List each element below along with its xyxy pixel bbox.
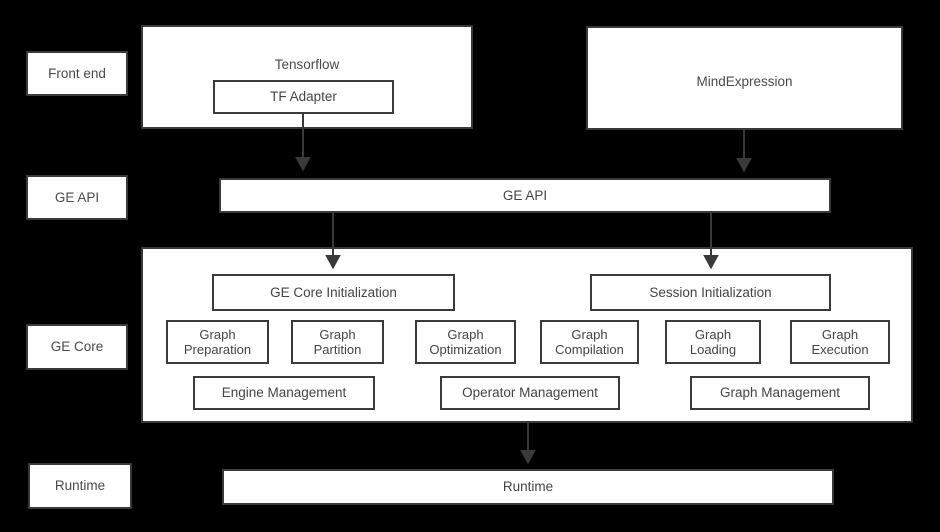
graph-compilation-box[interactable]: Graph Compilation bbox=[540, 320, 639, 364]
graph-optimization-box[interactable]: Graph Optimization bbox=[415, 320, 516, 364]
operator-management-label: Operator Management bbox=[462, 385, 598, 401]
layer-label-ge-core: GE Core bbox=[26, 324, 128, 370]
ge-api-bar[interactable]: GE API bbox=[219, 178, 831, 213]
mindexpression-title: MindExpression bbox=[696, 74, 793, 89]
graph-management-label: Graph Management bbox=[719, 385, 841, 401]
graph-preparation-label: Graph Preparation bbox=[183, 326, 252, 357]
layer-label-text: GE Core bbox=[50, 339, 104, 355]
tf-adapter-label: TF Adapter bbox=[270, 89, 337, 105]
graph-partition-label: Graph Partition bbox=[313, 326, 362, 357]
session-initialization-label: Session Initialization bbox=[649, 284, 772, 300]
ge-core-initialization-box[interactable]: GE Core Initialization bbox=[212, 274, 455, 311]
runtime-bar[interactable]: Runtime bbox=[222, 469, 834, 505]
layer-label-text: Front end bbox=[48, 65, 106, 81]
engine-management-box[interactable]: Engine Management bbox=[193, 376, 375, 410]
engine-management-label: Engine Management bbox=[221, 385, 347, 401]
layer-label-front-end: Front end bbox=[26, 51, 128, 96]
mindexpression-group: MindExpression bbox=[586, 26, 903, 130]
ge-api-bar-label: GE API bbox=[502, 187, 548, 203]
graph-optimization-label: Graph Optimization bbox=[429, 326, 502, 357]
tf-adapter-box[interactable]: TF Adapter bbox=[213, 80, 394, 114]
session-initialization-box[interactable]: Session Initialization bbox=[590, 274, 831, 311]
graph-compilation-label: Graph Compilation bbox=[555, 326, 624, 357]
layer-label-text: Runtime bbox=[54, 478, 106, 494]
layer-label-text: GE API bbox=[54, 189, 100, 205]
layer-label-runtime: Runtime bbox=[28, 463, 132, 509]
layer-label-ge-api: GE API bbox=[26, 175, 128, 220]
graph-loading-label: Graph Loading bbox=[689, 326, 737, 357]
graph-execution-label: Graph Execution bbox=[811, 326, 869, 357]
tensorflow-title: Tensorflow bbox=[274, 57, 340, 72]
graph-partition-box[interactable]: Graph Partition bbox=[291, 320, 384, 364]
graph-management-box[interactable]: Graph Management bbox=[690, 376, 870, 410]
graph-loading-box[interactable]: Graph Loading bbox=[665, 320, 761, 364]
ge-core-initialization-label: GE Core Initialization bbox=[270, 284, 397, 300]
runtime-bar-label: Runtime bbox=[502, 479, 554, 495]
graph-preparation-box[interactable]: Graph Preparation bbox=[166, 320, 269, 364]
graph-execution-box[interactable]: Graph Execution bbox=[790, 320, 890, 364]
operator-management-box[interactable]: Operator Management bbox=[440, 376, 620, 410]
